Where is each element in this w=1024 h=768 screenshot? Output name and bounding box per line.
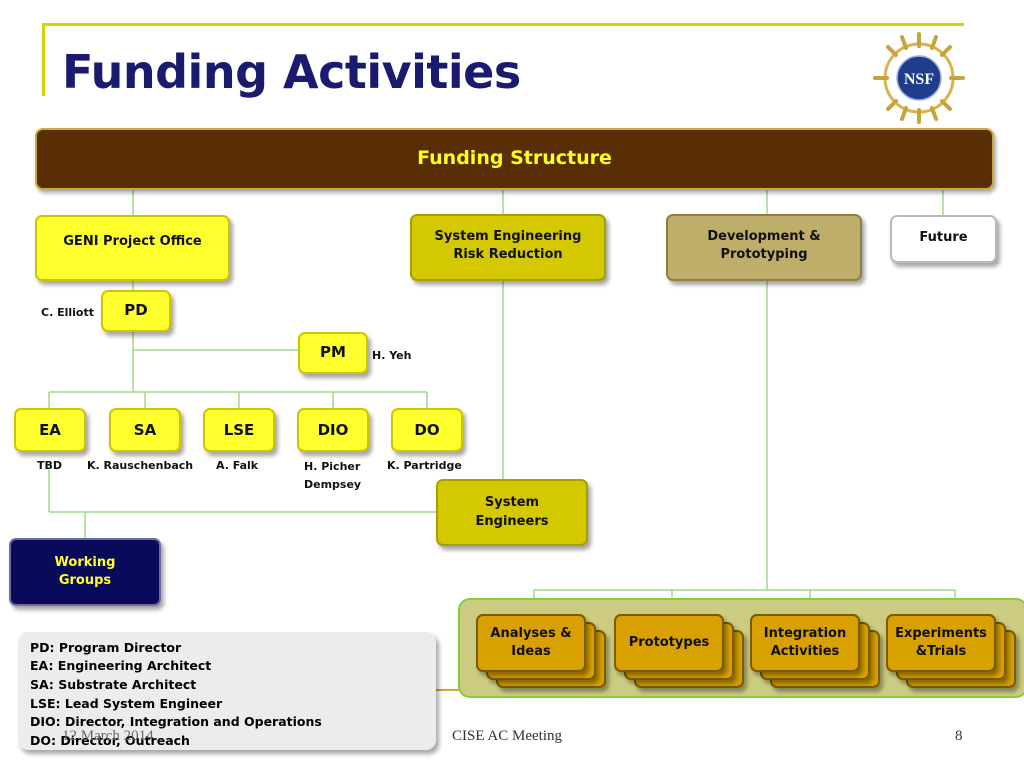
geni-project-office-box: GENI Project Office	[35, 215, 230, 281]
do-label: DO	[414, 420, 440, 439]
pm-label: PM	[320, 343, 346, 361]
working-groups-label: Working Groups	[54, 554, 116, 588]
prototypes-box: Prototypes	[614, 614, 724, 672]
analyses-box: Analyses & Ideas	[476, 614, 586, 672]
ser-label: System Engineering Risk Reduction	[434, 229, 582, 263]
title-accent-top	[42, 23, 964, 26]
legend-item: LSE: Lead System Engineer	[30, 696, 223, 711]
working-groups-box: Working Groups	[9, 538, 161, 606]
legend-item: DO: Director, Outreach	[30, 733, 190, 748]
ser-box: System Engineering Risk Reduction	[410, 214, 606, 281]
legend-item: SA: Substrate Architect	[30, 677, 197, 692]
integration-label: Integration Activities	[763, 625, 847, 659]
dio-person-line2: Dempsey	[304, 478, 362, 491]
ea-box: EA	[14, 408, 86, 452]
footer-page-number: 8	[955, 728, 963, 744]
dio-person-line1: H. Picher	[304, 460, 361, 473]
sa-label: SA	[133, 420, 157, 439]
lse-person: A. Falk	[216, 459, 259, 472]
footer-date: 12 March 2014	[62, 728, 154, 744]
pd-person: C. Elliott	[41, 306, 94, 319]
legend-item: PD: Program Director	[30, 640, 182, 655]
do-box: DO	[391, 408, 463, 452]
analyses-label: Analyses & Ideas	[490, 625, 572, 659]
svg-text:NSF: NSF	[904, 71, 934, 88]
lse-box: LSE	[203, 408, 275, 452]
pd-label: PD	[124, 301, 148, 319]
legend-item: EA: Engineering Architect	[30, 658, 212, 673]
dio-label: DIO	[317, 420, 349, 439]
prototypes-label: Prototypes	[628, 634, 710, 650]
legend-item: DIO: Director, Integration and Operation…	[30, 714, 322, 729]
dio-box: DIO	[297, 408, 369, 452]
future-label: Future	[919, 230, 968, 245]
page-title: Funding Activities	[62, 45, 521, 99]
lse-label: LSE	[223, 420, 255, 439]
dev-prototyping-box: Development & Prototyping	[666, 214, 862, 281]
integration-box: Integration Activities	[750, 614, 860, 672]
ea-person: TBD	[37, 459, 63, 472]
sa-person: K. Rauschenbach	[87, 459, 194, 472]
experiments-box: Experiments &Trials	[886, 614, 996, 672]
footer-meeting: CISE AC Meeting	[452, 728, 563, 744]
system-engineers-label: System Engineers	[475, 495, 549, 529]
geni-project-office-label: GENI Project Office	[63, 234, 202, 249]
pm-person: H. Yeh	[372, 349, 412, 362]
sa-box: SA	[109, 408, 181, 452]
funding-structure-box: Funding Structure	[35, 128, 994, 190]
do-person: K. Partridge	[387, 459, 462, 472]
experiments-label: Experiments &Trials	[895, 625, 987, 659]
pd-box: PD	[101, 290, 171, 332]
pm-box: PM	[298, 332, 368, 374]
funding-structure-label: Funding Structure	[417, 147, 612, 169]
future-box: Future	[890, 215, 997, 263]
title-accent-left	[42, 23, 45, 96]
ea-label: EA	[39, 420, 61, 439]
system-engineers-box: System Engineers	[436, 479, 588, 546]
legend-box: PD: Program Director EA: Engineering Arc…	[18, 632, 436, 750]
dev-prototyping-label: Development & Prototyping	[707, 229, 821, 263]
nsf-logo: NSF	[866, 28, 972, 128]
